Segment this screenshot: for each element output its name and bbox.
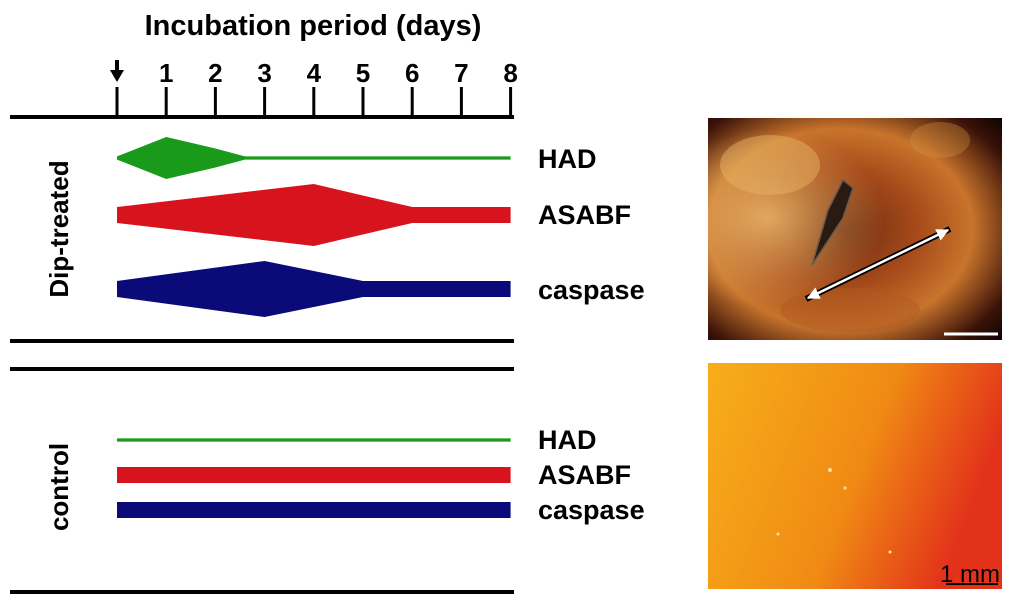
band-dip-treated-caspase: [117, 261, 511, 317]
row-label-asabf: ASABF: [538, 460, 631, 490]
day-label: 5: [356, 58, 370, 88]
band-control-asabf: [117, 467, 511, 483]
group-label-control: control: [44, 443, 74, 531]
row-label-asabf: ASABF: [538, 200, 631, 230]
start-arrow-icon: [110, 60, 124, 82]
band-dip-treated-asabf: [117, 184, 511, 246]
band-control-caspase: [117, 502, 511, 518]
figure-title: Incubation period (days): [145, 10, 482, 42]
dip-treated-photo: [708, 118, 1002, 340]
day-label: 6: [405, 58, 419, 88]
row-label-caspase: caspase: [538, 275, 645, 305]
expression-bands: [117, 137, 511, 518]
row-label-caspase: caspase: [538, 495, 645, 525]
double-arrow-icon: [806, 228, 950, 300]
day-label: 8: [503, 58, 517, 88]
timeline-axis: [10, 87, 514, 119]
control-photo: 1 mm: [708, 363, 1002, 589]
day-label: 1: [159, 58, 173, 88]
band-control-had: [117, 438, 511, 442]
day-label: 7: [454, 58, 468, 88]
day-label: 3: [257, 58, 271, 88]
band-dip-treated-had: [117, 137, 511, 179]
day-label: 4: [307, 58, 322, 88]
row-label-had: HAD: [538, 144, 597, 174]
group-label-dip-treated: Dip-treated: [44, 160, 74, 297]
day-label: 2: [208, 58, 222, 88]
row-label-had: HAD: [538, 425, 597, 455]
day-axis-labels: 1 2 3 4 5 6 7 8: [110, 58, 518, 88]
